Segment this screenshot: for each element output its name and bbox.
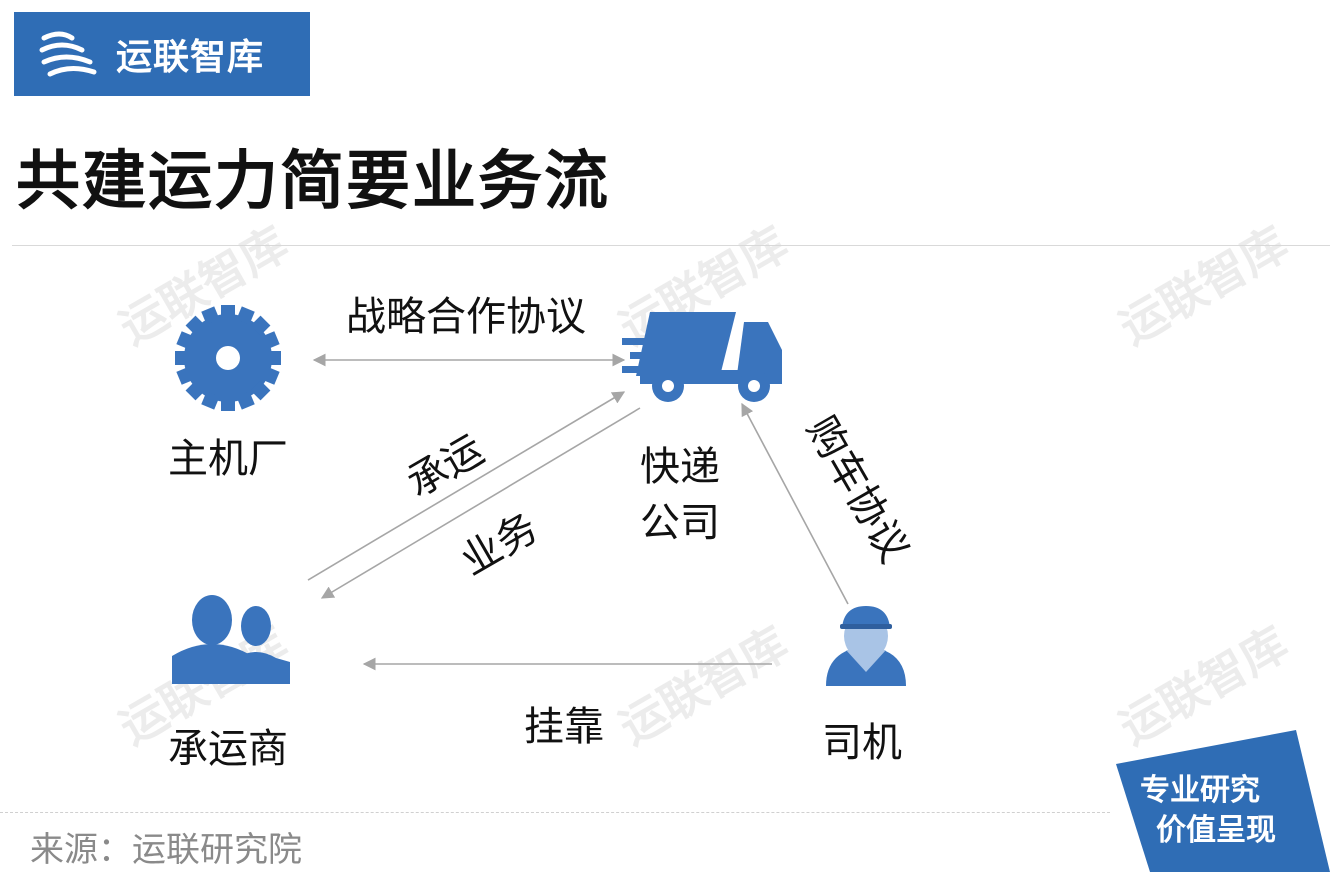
badge-line1: 专业研究 <box>1140 773 1260 808</box>
edge-purchase-label: 购车协议 <box>797 409 917 571</box>
corner-badge <box>1116 730 1330 872</box>
gear-icon <box>175 305 281 411</box>
node-driver: 司机 <box>822 720 902 766</box>
node-express-line1: 快递 <box>640 444 720 490</box>
badge-line2: 价值呈现 <box>1156 813 1276 848</box>
purchase-arrow <box>741 402 849 605</box>
delivery-truck-icon <box>622 312 782 402</box>
people-group-icon <box>172 595 290 684</box>
footer-divider <box>0 812 1110 813</box>
edge-strategic-label: 战略合作协议 <box>346 294 586 340</box>
edge-business-label: 业务 <box>453 505 545 585</box>
brand-logo: 运联智库 <box>14 12 310 96</box>
driver-icon <box>826 606 906 686</box>
source-note: 来源：运联研究院 <box>30 830 302 870</box>
node-carrier: 承运商 <box>168 726 288 772</box>
edge-carry-label: 承运 <box>399 427 491 507</box>
edge-affiliate-label: 挂靠 <box>524 704 604 750</box>
logo-swirl-icon <box>39 31 97 77</box>
page-title: 共建运力简要业务流 <box>16 145 610 219</box>
node-oem: 主机厂 <box>168 436 288 482</box>
carry-arrow <box>307 391 626 581</box>
title-divider <box>12 245 1330 246</box>
logo-text: 运联智库 <box>116 37 265 78</box>
business-arrow <box>320 407 641 599</box>
node-express-line2: 公司 <box>640 500 720 546</box>
